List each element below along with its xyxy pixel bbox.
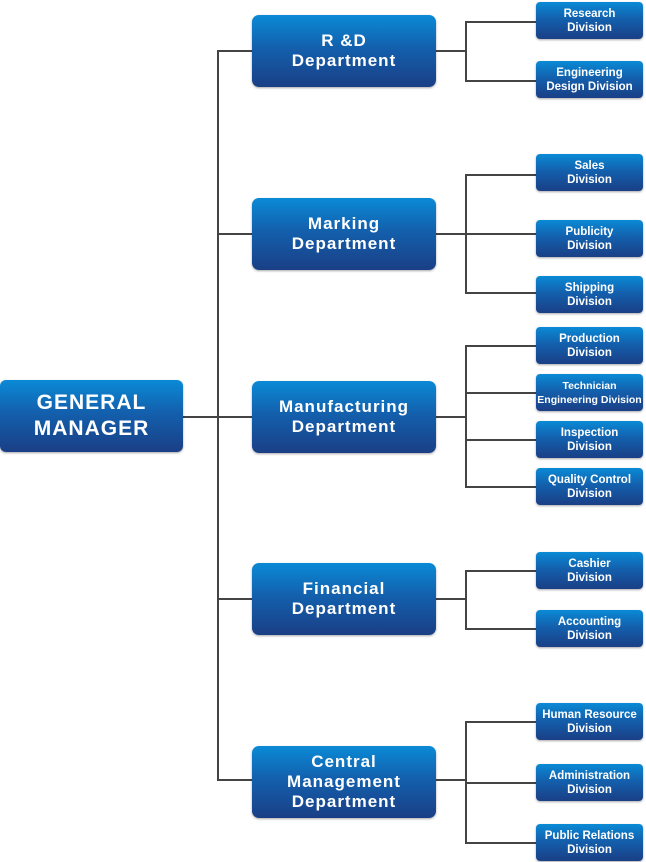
connector [436,598,465,600]
division-box: Engineering Design Division [536,61,643,98]
division-box: Cashier Division [536,552,643,589]
division-label: Human Resource Division [542,708,637,735]
division-label: Sales Division [567,159,612,186]
division-box: Accounting Division [536,610,643,647]
department-box-central-management: Central Management Department [252,746,436,818]
division-label: Administration Division [548,769,631,796]
division-box: Administration Division [536,764,643,801]
department-label: Manufacturing Department [278,397,410,436]
connector [465,345,467,487]
division-label: Quality Control Division [547,473,632,500]
division-label: Technician Engineering Division [537,379,642,406]
connector-trunk [217,50,219,780]
division-label: Production Division [559,332,620,359]
connector [436,233,536,235]
department-label: Marking Department [291,214,397,253]
connector [465,721,536,723]
division-box: Sales Division [536,154,643,191]
department-box-rd: R &D Department [252,15,436,87]
connector [465,174,467,292]
connector [436,50,465,52]
connector [436,779,465,781]
division-box: Quality Control Division [536,468,643,505]
department-box-manufacturing: Manufacturing Department [252,381,436,453]
division-box: Research Division [536,2,643,39]
department-box-financial: Financial Department [252,563,436,635]
division-box: Inspection Division [536,421,643,458]
division-label: Publicity Division [565,225,614,252]
connector [465,486,536,488]
division-box: Technician Engineering Division [536,374,643,411]
connector [217,779,252,781]
connector [465,439,536,441]
division-label: Accounting Division [557,615,622,642]
connector [465,21,536,23]
department-box-marking: Marking Department [252,198,436,270]
department-label: Financial Department [291,579,397,618]
division-label: Public Relations Division [544,829,635,856]
division-label: Engineering Design Division [546,66,633,93]
connector [217,50,252,52]
connector [465,21,467,81]
division-label: Cashier Division [567,557,612,584]
division-box: Human Resource Division [536,703,643,740]
general-manager-box: GENERAL MANAGER [0,380,183,452]
connector [465,292,536,294]
connector [217,233,252,235]
division-label: Research Division [563,7,616,34]
division-box: Shipping Division [536,276,643,313]
division-box: Production Division [536,327,643,364]
connector [465,628,536,630]
department-label: R &D Department [291,31,397,70]
connector [465,842,536,844]
connector [465,570,536,572]
connector [436,416,465,418]
connector [217,598,252,600]
connector [465,345,536,347]
division-box: Public Relations Division [536,824,643,861]
connector [465,782,536,784]
division-box: Publicity Division [536,220,643,257]
connector [465,80,536,82]
division-label: Shipping Division [564,281,615,308]
connector [465,392,536,394]
division-label: Inspection Division [560,426,619,453]
department-label: Central Management Department [287,752,401,811]
connector [465,570,467,629]
connector [465,174,536,176]
general-manager-label: GENERAL MANAGER [33,391,150,440]
